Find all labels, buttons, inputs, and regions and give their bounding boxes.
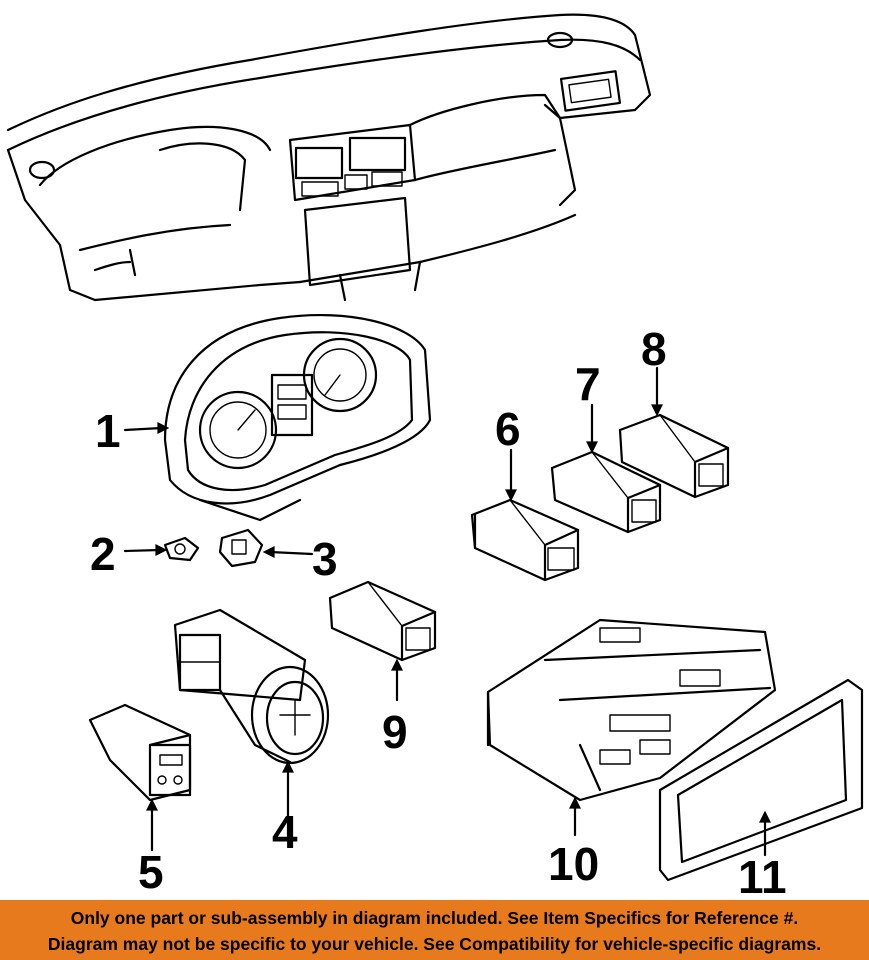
sensor-part-2 — [163, 536, 200, 562]
callout-2: 2 — [90, 528, 116, 580]
callout-11: 11 — [738, 851, 787, 900]
disclaimer-banner: Only one part or sub-assembly in diagram… — [0, 900, 869, 960]
disclaimer-line-1: Only one part or sub-assembly in diagram… — [70, 908, 799, 928]
switch-module-part-6 — [470, 498, 580, 582]
switch-module-part-8 — [618, 413, 730, 499]
callout-5: 5 — [138, 846, 164, 898]
leader-arrow-8 — [651, 404, 663, 417]
disclaimer-line-2: Diagram may not be specific to your vehi… — [47, 934, 822, 954]
callout-7: 7 — [575, 358, 601, 410]
callout-10: 10 — [548, 838, 599, 890]
leader-line-1 — [123, 426, 164, 432]
instrument-cluster-part — [163, 314, 432, 522]
leader-line-3 — [268, 550, 314, 556]
climate-control-part — [486, 618, 777, 802]
connector-part-3 — [218, 528, 264, 568]
trim-frame-part — [658, 678, 864, 882]
leader-arrow-9 — [391, 658, 403, 671]
callout-3: 3 — [312, 533, 338, 585]
callout-4: 4 — [272, 806, 298, 858]
leader-arrow-7 — [586, 441, 598, 454]
callout-1: 1 — [95, 405, 121, 457]
callout-9: 9 — [382, 706, 408, 758]
leader-arrow-10 — [569, 796, 581, 809]
leader-arrow-2 — [155, 544, 168, 556]
callout-6: 6 — [495, 403, 521, 455]
leader-arrow-6 — [505, 489, 517, 502]
callout-8: 8 — [641, 323, 667, 375]
switch-module-part-7 — [550, 450, 662, 534]
switch-part-5 — [88, 703, 192, 802]
dashboard-illustration — [6, 13, 652, 302]
parts-diagram: 1 2 3 4 — [6, 13, 864, 900]
leader-line-2 — [123, 548, 162, 553]
leader-arrow-4 — [282, 760, 294, 773]
leader-arrow-11 — [759, 810, 771, 823]
leader-arrow-1 — [157, 422, 170, 434]
leader-arrow-3 — [262, 546, 275, 558]
leader-arrow-5 — [146, 798, 158, 811]
switch-module-part-9 — [328, 580, 437, 662]
headlight-switch-part — [173, 608, 330, 765]
